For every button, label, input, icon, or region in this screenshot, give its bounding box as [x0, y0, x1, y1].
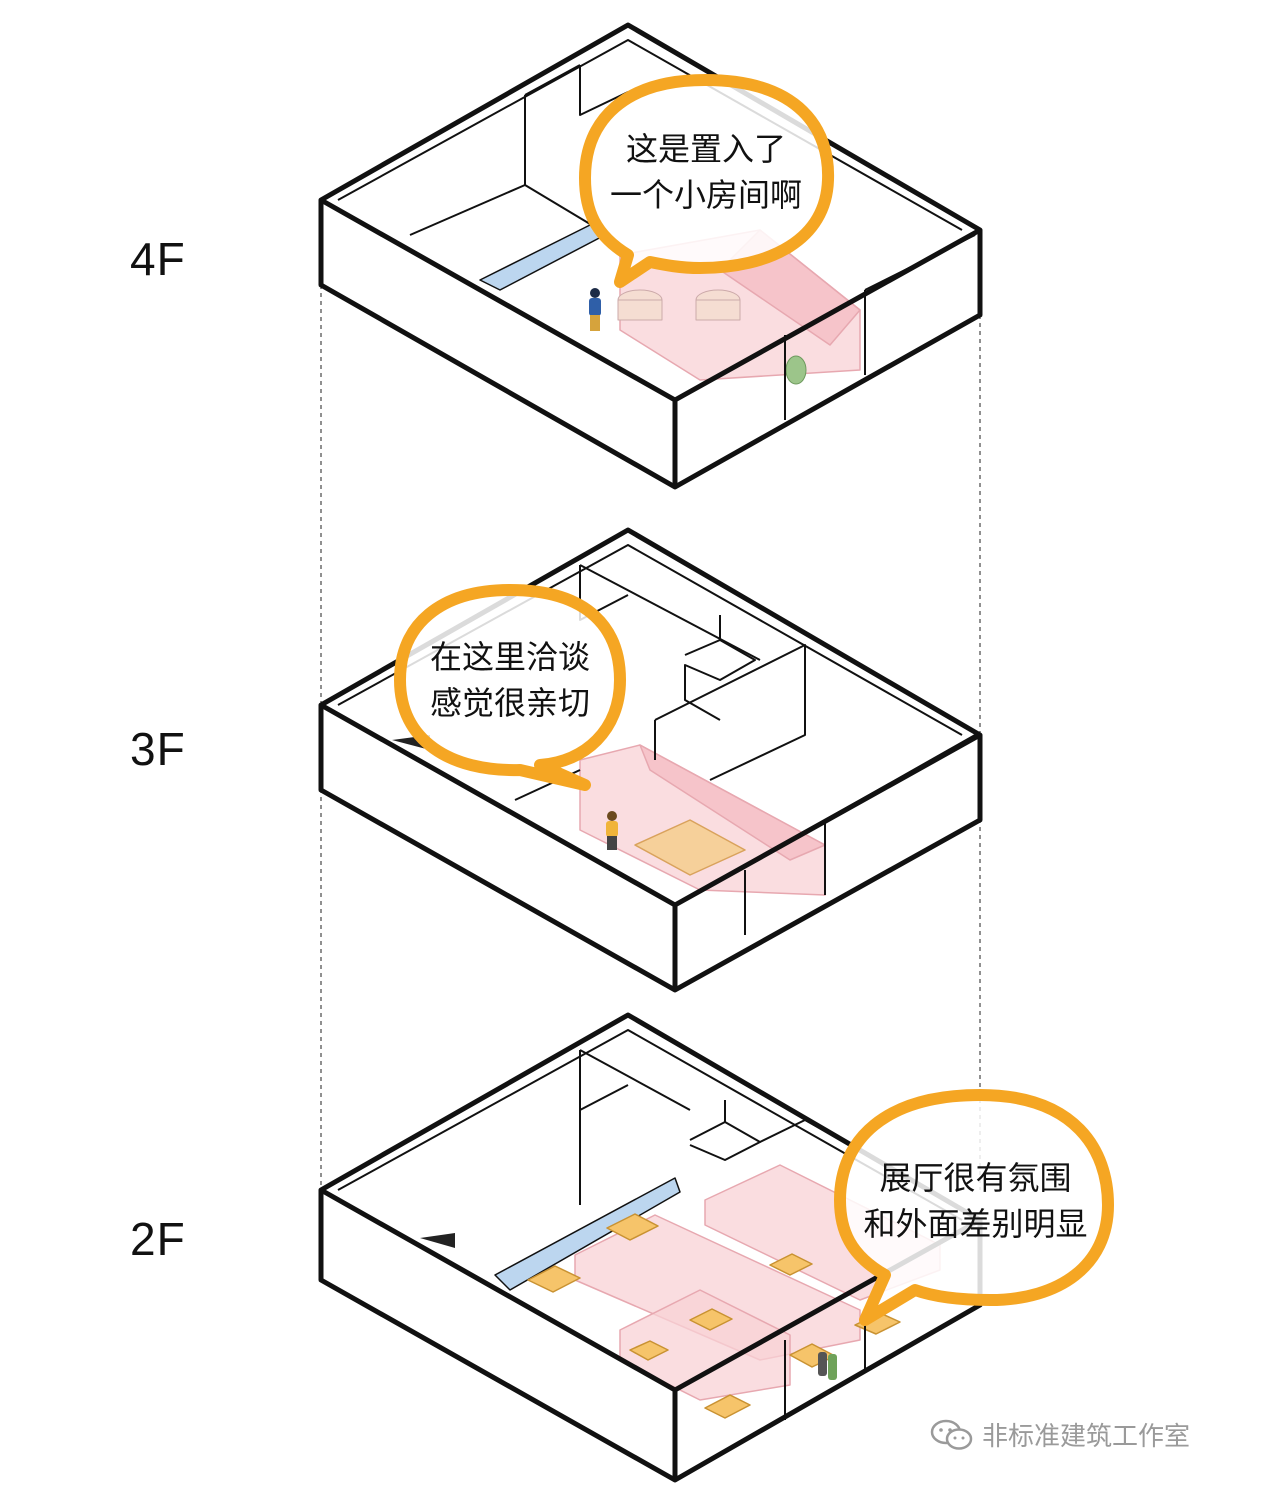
bubble-line: 展厅很有氛围	[879, 1159, 1072, 1197]
bubble-line: 在这里洽谈	[429, 638, 590, 676]
watermark-text: 非标准建筑工作室	[982, 1422, 1191, 1452]
bubble-text-4f: 这是置入了 一个小房间啊	[596, 126, 816, 218]
bubble-line: 一个小房间啊	[609, 176, 802, 214]
wechat-icon	[930, 1419, 973, 1450]
alignment-guides	[320, 285, 981, 1190]
speech-bubble-4f	[579, 74, 835, 288]
bubble-text-2f: 展厅很有氛围 和外面差别明显	[848, 1155, 1103, 1247]
bubble-line: 这是置入了	[625, 130, 786, 168]
speech-bubble-2f	[834, 1089, 1114, 1326]
person-figure	[606, 811, 618, 850]
display-boxes	[527, 1213, 901, 1419]
floor-label-4f: 4F	[130, 233, 186, 285]
floor-label-3f: 3F	[130, 723, 186, 775]
bubble-text-3f: 在这里洽谈 感觉很亲切	[405, 634, 615, 726]
watermark: 非标准建筑工作室	[930, 1416, 1190, 1453]
floor-label-2f: 2F	[130, 1213, 186, 1265]
floor-3f-model	[318, 527, 983, 993]
bubble-line: 感觉很亲切	[429, 684, 590, 722]
bubble-line: 和外面差别明显	[863, 1205, 1088, 1243]
floor-4f-model	[318, 22, 983, 490]
person-figure	[818, 1352, 837, 1380]
floor-2f-model	[318, 1012, 983, 1483]
person-figure	[589, 288, 601, 331]
speech-bubble-3f	[394, 584, 626, 791]
